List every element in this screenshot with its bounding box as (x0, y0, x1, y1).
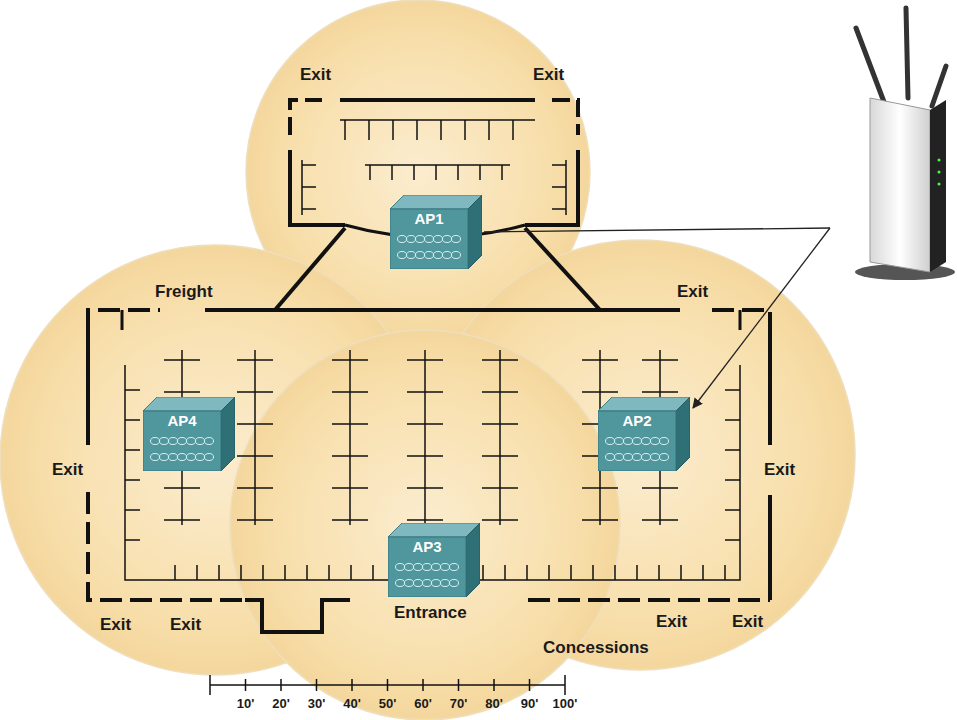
area-label: Exit (52, 461, 83, 480)
coverage-circle (230, 330, 620, 720)
area-label: Exit (300, 66, 331, 85)
cube-shape (388, 523, 480, 597)
scale-label: 80' (485, 697, 503, 711)
scale-label: 50' (379, 697, 397, 711)
area-label: Exit (732, 613, 763, 632)
access-point: AP4 (143, 397, 235, 471)
scale-label: 20' (272, 697, 290, 711)
area-label: Entrance (394, 604, 467, 623)
leader-lines (484, 228, 830, 408)
scale-label: 70' (450, 697, 468, 711)
area-label: Exit (533, 66, 564, 85)
scale-label: 100' (553, 697, 578, 711)
router-illustration (855, 8, 955, 280)
area-label: Exit (677, 283, 708, 302)
cube-shape (143, 397, 235, 471)
scale-label: 90' (521, 697, 539, 711)
scale-label: 30' (308, 697, 326, 711)
area-label: Concessions (543, 639, 649, 658)
cube-shape (390, 195, 482, 269)
ap-label: AP1 (390, 211, 468, 228)
area-label: Exit (764, 461, 795, 480)
area-label: Exit (656, 613, 687, 632)
scale-label: 40' (343, 697, 361, 711)
shelving (125, 120, 740, 580)
scale-bar (210, 675, 565, 695)
access-point: AP3 (388, 523, 480, 597)
scale-label: 10' (237, 697, 255, 711)
cube-shape (598, 397, 690, 471)
scale-label: 60' (414, 697, 432, 711)
area-label: Exit (170, 616, 201, 635)
area-label: Exit (100, 616, 131, 635)
access-point: AP1 (390, 195, 482, 269)
ap-label: AP4 (143, 413, 221, 430)
ap-label: AP2 (598, 413, 676, 430)
access-point: AP2 (598, 397, 690, 471)
walls (88, 100, 770, 632)
ap-label: AP3 (388, 539, 466, 556)
area-label: Freight (155, 283, 213, 302)
